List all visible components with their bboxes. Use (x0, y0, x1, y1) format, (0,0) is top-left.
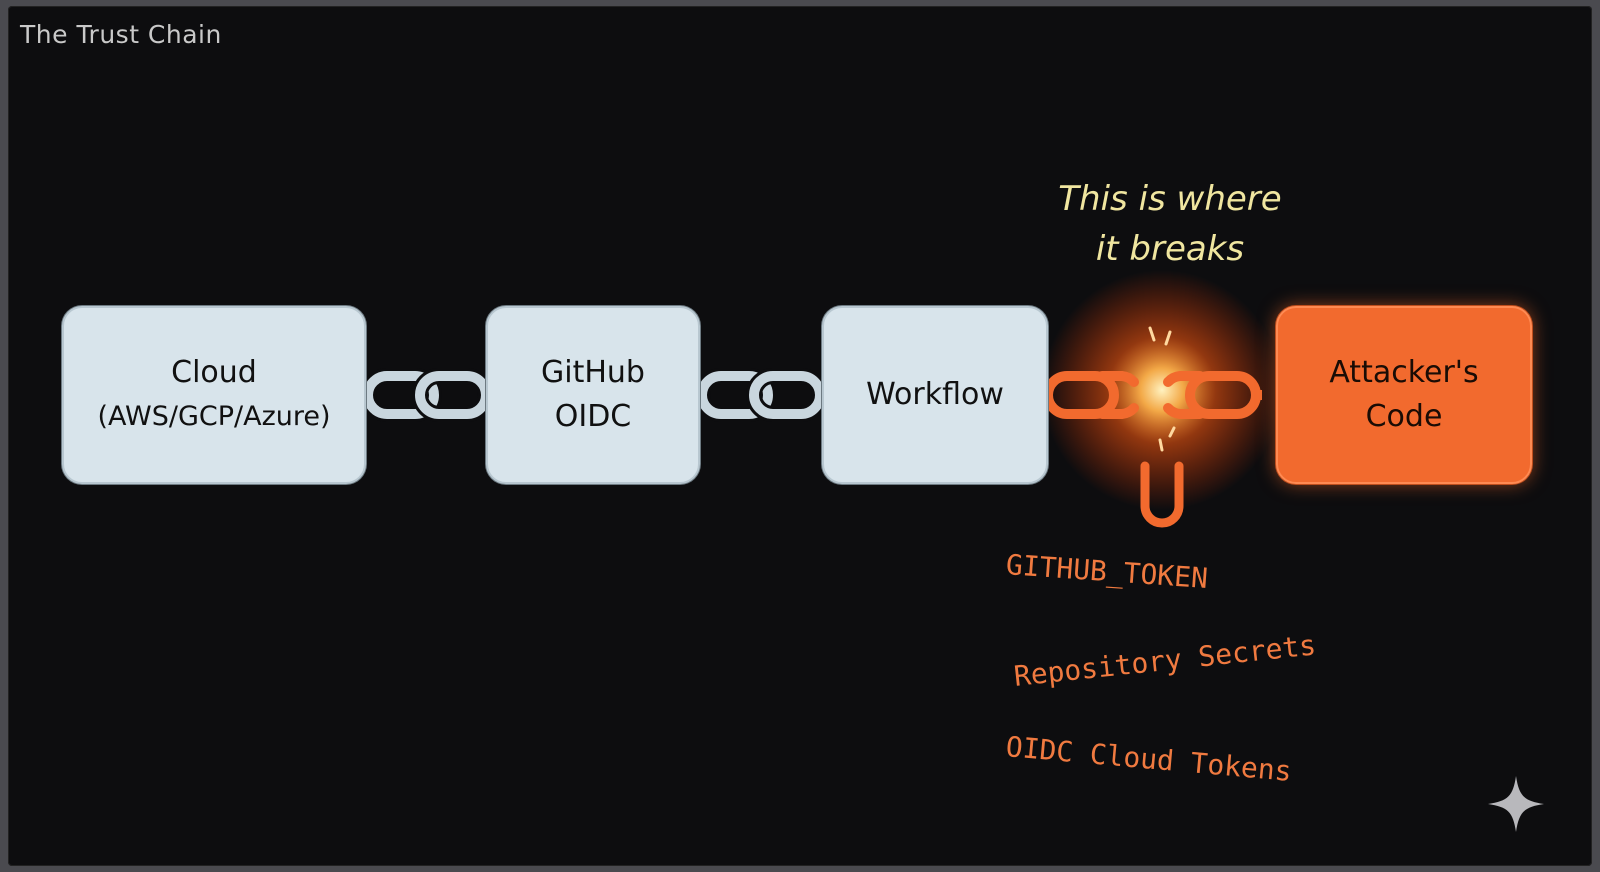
spark-fragments (1148, 326, 1176, 452)
node-cloud-line2: (AWS/GCP/Azure) (97, 401, 331, 432)
node-cloud-line1: Cloud (171, 355, 257, 390)
node-attacker-line1: Attacker's (1329, 355, 1479, 390)
chain-link-icon (694, 368, 828, 422)
node-attacker-code: Attacker's Code (1276, 306, 1532, 484)
node-cloud: Cloud (AWS/GCP/Azure) (62, 306, 366, 484)
node-github-line2: OIDC (554, 399, 632, 434)
annotation-line1: This is where (1058, 179, 1282, 219)
node-workflow: Workflow (822, 306, 1048, 484)
sparkle-icon (1488, 776, 1544, 832)
node-github-line1: GitHub (541, 355, 645, 390)
node-attacker-line2: Code (1365, 399, 1443, 434)
page-title: The Trust Chain (20, 20, 222, 49)
break-glow (1042, 270, 1282, 510)
annotation-line2: it breaks (1095, 229, 1245, 269)
chain-link-icon (360, 368, 494, 422)
break-annotation: This is where it breaks (1000, 174, 1340, 274)
node-workflow-line1: Workflow (866, 377, 1004, 412)
node-github-oidc: GitHub OIDC (486, 306, 700, 484)
